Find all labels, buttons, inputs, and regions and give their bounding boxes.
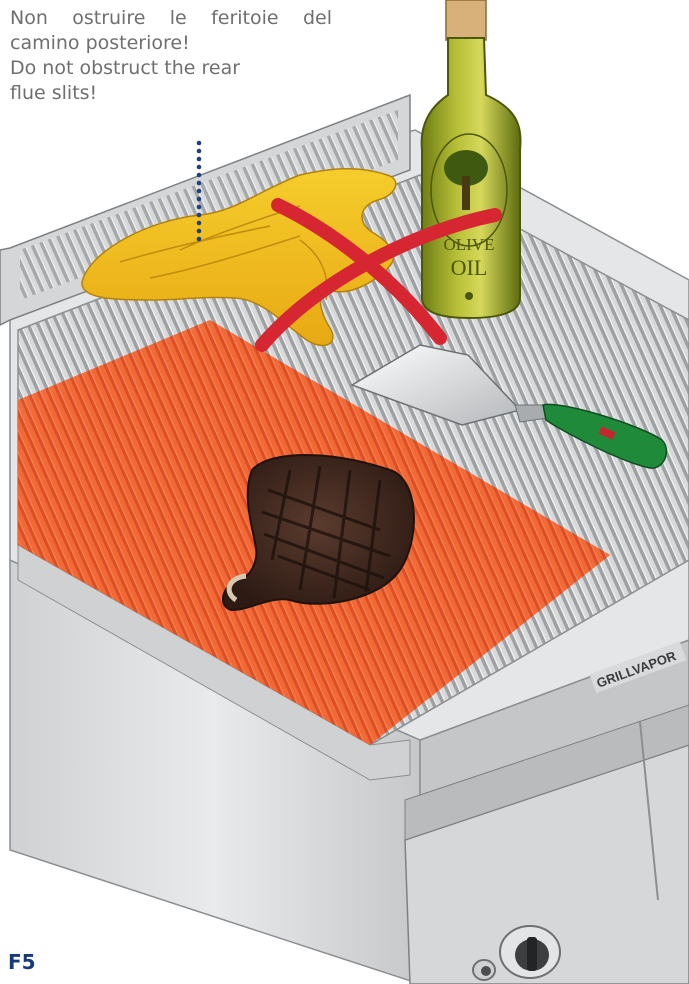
control-knob[interactable] [500,926,560,978]
bottle-label-line2: OIL [451,255,488,280]
warning-english: Do not obstruct the rear flue slits! [10,56,280,106]
olive-oil-bottle: OLIVE OIL [422,0,521,318]
bottle-cork [446,0,486,40]
figure-label: F5 [8,950,36,974]
bottle-label-line1: OLIVE [444,235,495,254]
warning-italian: Non ostruire le feritoie del camino post… [10,6,332,56]
pilot-button[interactable] [473,960,495,980]
warning-text: Non ostruire le feritoie del camino post… [10,6,332,106]
